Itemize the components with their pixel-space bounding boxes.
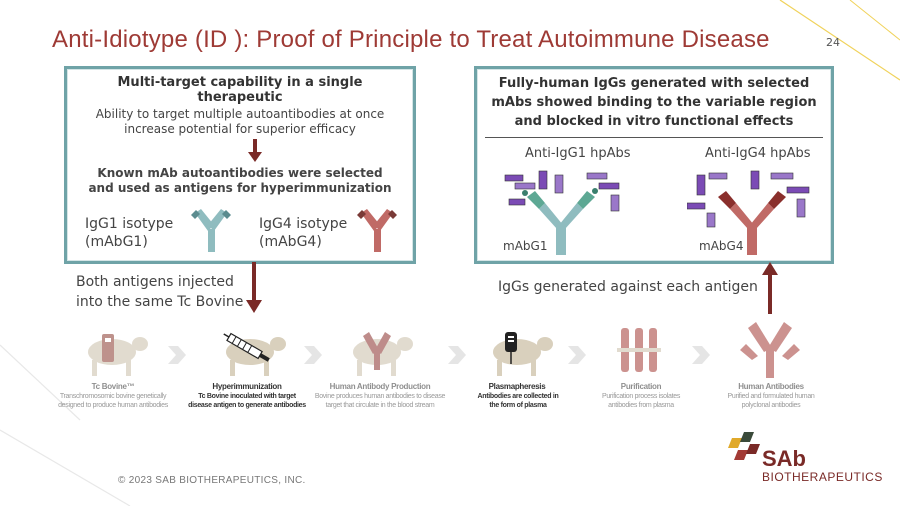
sab-logo: SAb BIOTHERAPEUTICS: [728, 432, 888, 492]
both-antigens-line2: into the same Tc Bovine: [76, 294, 244, 310]
tc-bovine-cow-icon: [88, 334, 148, 376]
slide-title: Anti-Idiotype (ID ): Proof of Principle …: [52, 26, 770, 53]
multi-target-heading: Multi-target capability in a single ther…: [117, 75, 363, 105]
mabg4-label: mAbG4: [699, 239, 744, 253]
inject-down-arrow-icon: [246, 262, 262, 313]
both-antigens-line1: Both antigens injected: [76, 274, 234, 290]
fully-human-igg-box: Fully-human IgGs generated with selected…: [474, 66, 834, 264]
chevron-right-icon: [168, 346, 186, 364]
pipeline: Tc Bovine™ Transchromosomic bovine genet…: [0, 320, 900, 430]
step-hyperimmunization-title: Hyperimmunization: [212, 382, 282, 391]
igg4-isotype-label: IgG4 isotype (mAbG4): [259, 215, 347, 251]
igg1-label-line2: (mAbG1): [85, 234, 148, 250]
mabg1-label: mAbG1: [503, 239, 548, 253]
hyperimmunization-cow-icon: [223, 332, 286, 376]
known-mab-text: Known mAb autoantibodies were selected a…: [88, 166, 392, 195]
igg4-label-line1: IgG4 isotype: [259, 216, 348, 232]
chevron-right-icon: [304, 346, 322, 364]
purification-tubes-icon: [617, 328, 661, 372]
step-human-antibodies-desc: Purified and formulated human polyclonal…: [727, 393, 815, 409]
human-antibodies-icon: [740, 322, 800, 378]
both-antigens-text: Both antigens injected into the same Tc …: [76, 272, 243, 312]
chevron-right-icon: [448, 346, 466, 364]
step-tc-bovine-desc: Transchromosomic bovine genetically desi…: [58, 393, 168, 409]
chevron-right-icon: [568, 346, 586, 364]
igg4-antibody-icon: [357, 209, 397, 252]
multi-target-subtext: Ability to target multiple autoantibodie…: [95, 107, 385, 136]
heading-divider: [485, 137, 823, 138]
copyright-text: © 2023 SAB BIOTHERAPEUTICS, INC.: [118, 475, 306, 486]
sab-logo-mark-icon: [728, 432, 760, 460]
anti-igg1-complex-icon: [504, 170, 620, 255]
multi-target-box: Multi-target capability in a single ther…: [64, 66, 416, 264]
step-hyperimmunization-desc: Tc Bovine inoculated with target disease…: [188, 393, 306, 409]
igg-generated-text: IgGs generated against each antigen: [498, 279, 758, 295]
logo-brand-line2: BIOTHERAPEUTICS: [762, 470, 883, 484]
step-purification-desc: Purification process isolates antibodies…: [601, 393, 681, 409]
step-antibody-production-title: Human Antibody Production: [329, 382, 431, 391]
step-purification-title: Purification: [620, 382, 662, 391]
generated-up-arrow-icon: [762, 262, 778, 314]
step-antibody-production-desc: Bovine produces human antibodies to dise…: [314, 393, 446, 409]
fully-human-heading: Fully-human IgGs generated with selected…: [491, 76, 817, 129]
step-tc-bovine-title: Tc Bovine™: [91, 382, 135, 391]
page-number: 24: [826, 36, 840, 49]
step-plasmapheresis-title: Plasmapheresis: [488, 382, 546, 391]
anti-igg4-label: Anti-IgG4 hpAbs: [705, 146, 811, 161]
igg1-label-line1: IgG1 isotype: [85, 216, 174, 232]
antibody-production-cow-icon: [353, 332, 413, 376]
igg1-antibody-icon: [191, 209, 231, 252]
down-arrow-icon: [248, 139, 262, 162]
chevron-right-icon: [692, 346, 710, 364]
step-human-antibodies-title: Human Antibodies: [738, 382, 804, 391]
step-plasmapheresis-desc: Antibodies are collected in the form of …: [477, 393, 559, 409]
anti-igg1-label: Anti-IgG1 hpAbs: [525, 146, 631, 161]
plasmapheresis-cow-icon: [493, 332, 553, 376]
anti-igg4-complex-icon: [687, 170, 810, 255]
logo-brand: SAb: [762, 446, 806, 471]
igg4-label-line2: (mAbG4): [259, 234, 322, 250]
igg1-isotype-label: IgG1 isotype (mAbG1): [85, 215, 173, 251]
